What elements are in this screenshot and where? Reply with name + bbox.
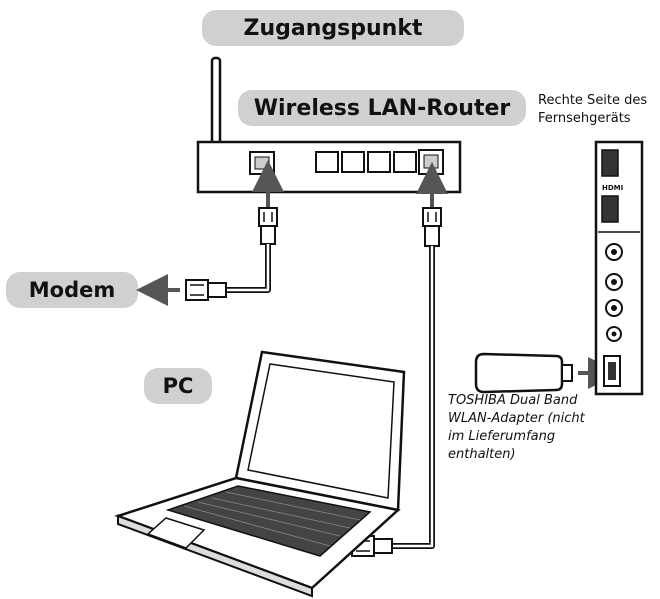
ethernet-plug-icon (422, 207, 442, 247)
tv-side-label: Rechte Seite des Fernsehgeräts (538, 92, 658, 128)
modem-text: Modem (28, 278, 116, 302)
hdmi-text: HDMI (602, 184, 623, 192)
pc-label: PC (144, 368, 212, 404)
router-text: Wireless LAN-Router (253, 95, 511, 121)
ethernet-plug-icon (258, 207, 278, 245)
pc-text: PC (162, 374, 194, 398)
tv-side-line-2: Fernsehgeräts (538, 111, 631, 126)
adapter-label: TOSHIBA Dual Band WLAN-Adapter (nicht im… (448, 392, 618, 464)
modem-label: Modem (6, 272, 138, 308)
adapter-line-1: TOSHIBA Dual Band (448, 393, 578, 408)
access-point-label: Zugangspunkt (202, 10, 464, 46)
router-label: Wireless LAN-Router (238, 90, 526, 126)
antenna-icon (210, 56, 222, 146)
adapter-line-3: im Lieferumfang (448, 429, 556, 444)
ethernet-plug-icon (185, 279, 227, 301)
tv-side-line-1: Rechte Seite des (538, 93, 648, 108)
tv-panel-icon: HDMI (594, 140, 644, 396)
adapter-line-4: enthalten) (448, 447, 516, 462)
usb-adapter-icon (474, 352, 620, 394)
access-point-text: Zugangspunkt (243, 15, 423, 41)
modem-cable (136, 207, 278, 306)
router-arrows (252, 160, 448, 212)
laptop-icon (114, 350, 406, 598)
router-icon (196, 140, 462, 194)
adapter-line-2: WLAN-Adapter (nicht (448, 411, 585, 426)
